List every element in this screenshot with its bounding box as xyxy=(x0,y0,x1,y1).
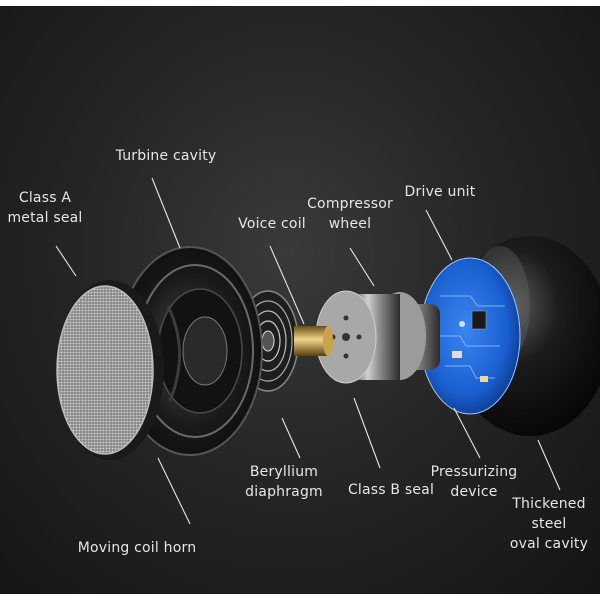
label-class-b-seal: Class B seal xyxy=(347,482,435,498)
label-drive-unit: Drive unit xyxy=(404,184,476,200)
mesh-grille xyxy=(56,280,164,460)
label-voice-coil: Voice coil xyxy=(238,216,306,232)
compressor-cylinder xyxy=(315,290,440,384)
leader-drive-unit xyxy=(425,209,453,261)
label-thickened-steel-oval-cavity: Thickened steel oval cavity xyxy=(509,496,589,552)
label-class-a-metal-seal: Class A metal seal xyxy=(7,190,83,226)
leader-turbine-cavity xyxy=(151,177,181,249)
exploded-view-illustration xyxy=(55,177,600,525)
diagram-canvas: Turbine cavity Class A metal seal Voice … xyxy=(0,6,600,594)
leader-pressurizing-device xyxy=(453,407,481,459)
leader-class-a-seal xyxy=(55,245,77,277)
leader-voice-coil xyxy=(269,245,305,325)
label-moving-coil-horn: Moving coil horn xyxy=(77,540,197,556)
leader-lines xyxy=(55,177,561,525)
label-beryllium-diaphragm: Beryllium diaphragm xyxy=(245,464,323,500)
leader-thickened-cavity xyxy=(537,439,561,491)
label-turbine-cavity: Turbine cavity xyxy=(115,148,217,164)
label-compressor-wheel: Compressor wheel xyxy=(307,196,393,232)
leader-moving-coil-horn xyxy=(157,457,191,525)
leader-class-b-seal xyxy=(353,397,381,469)
label-pressurizing-device: Pressurizing device xyxy=(430,464,518,500)
leader-compressor-wheel xyxy=(349,247,375,287)
leader-beryllium-diaphragm xyxy=(281,417,301,459)
